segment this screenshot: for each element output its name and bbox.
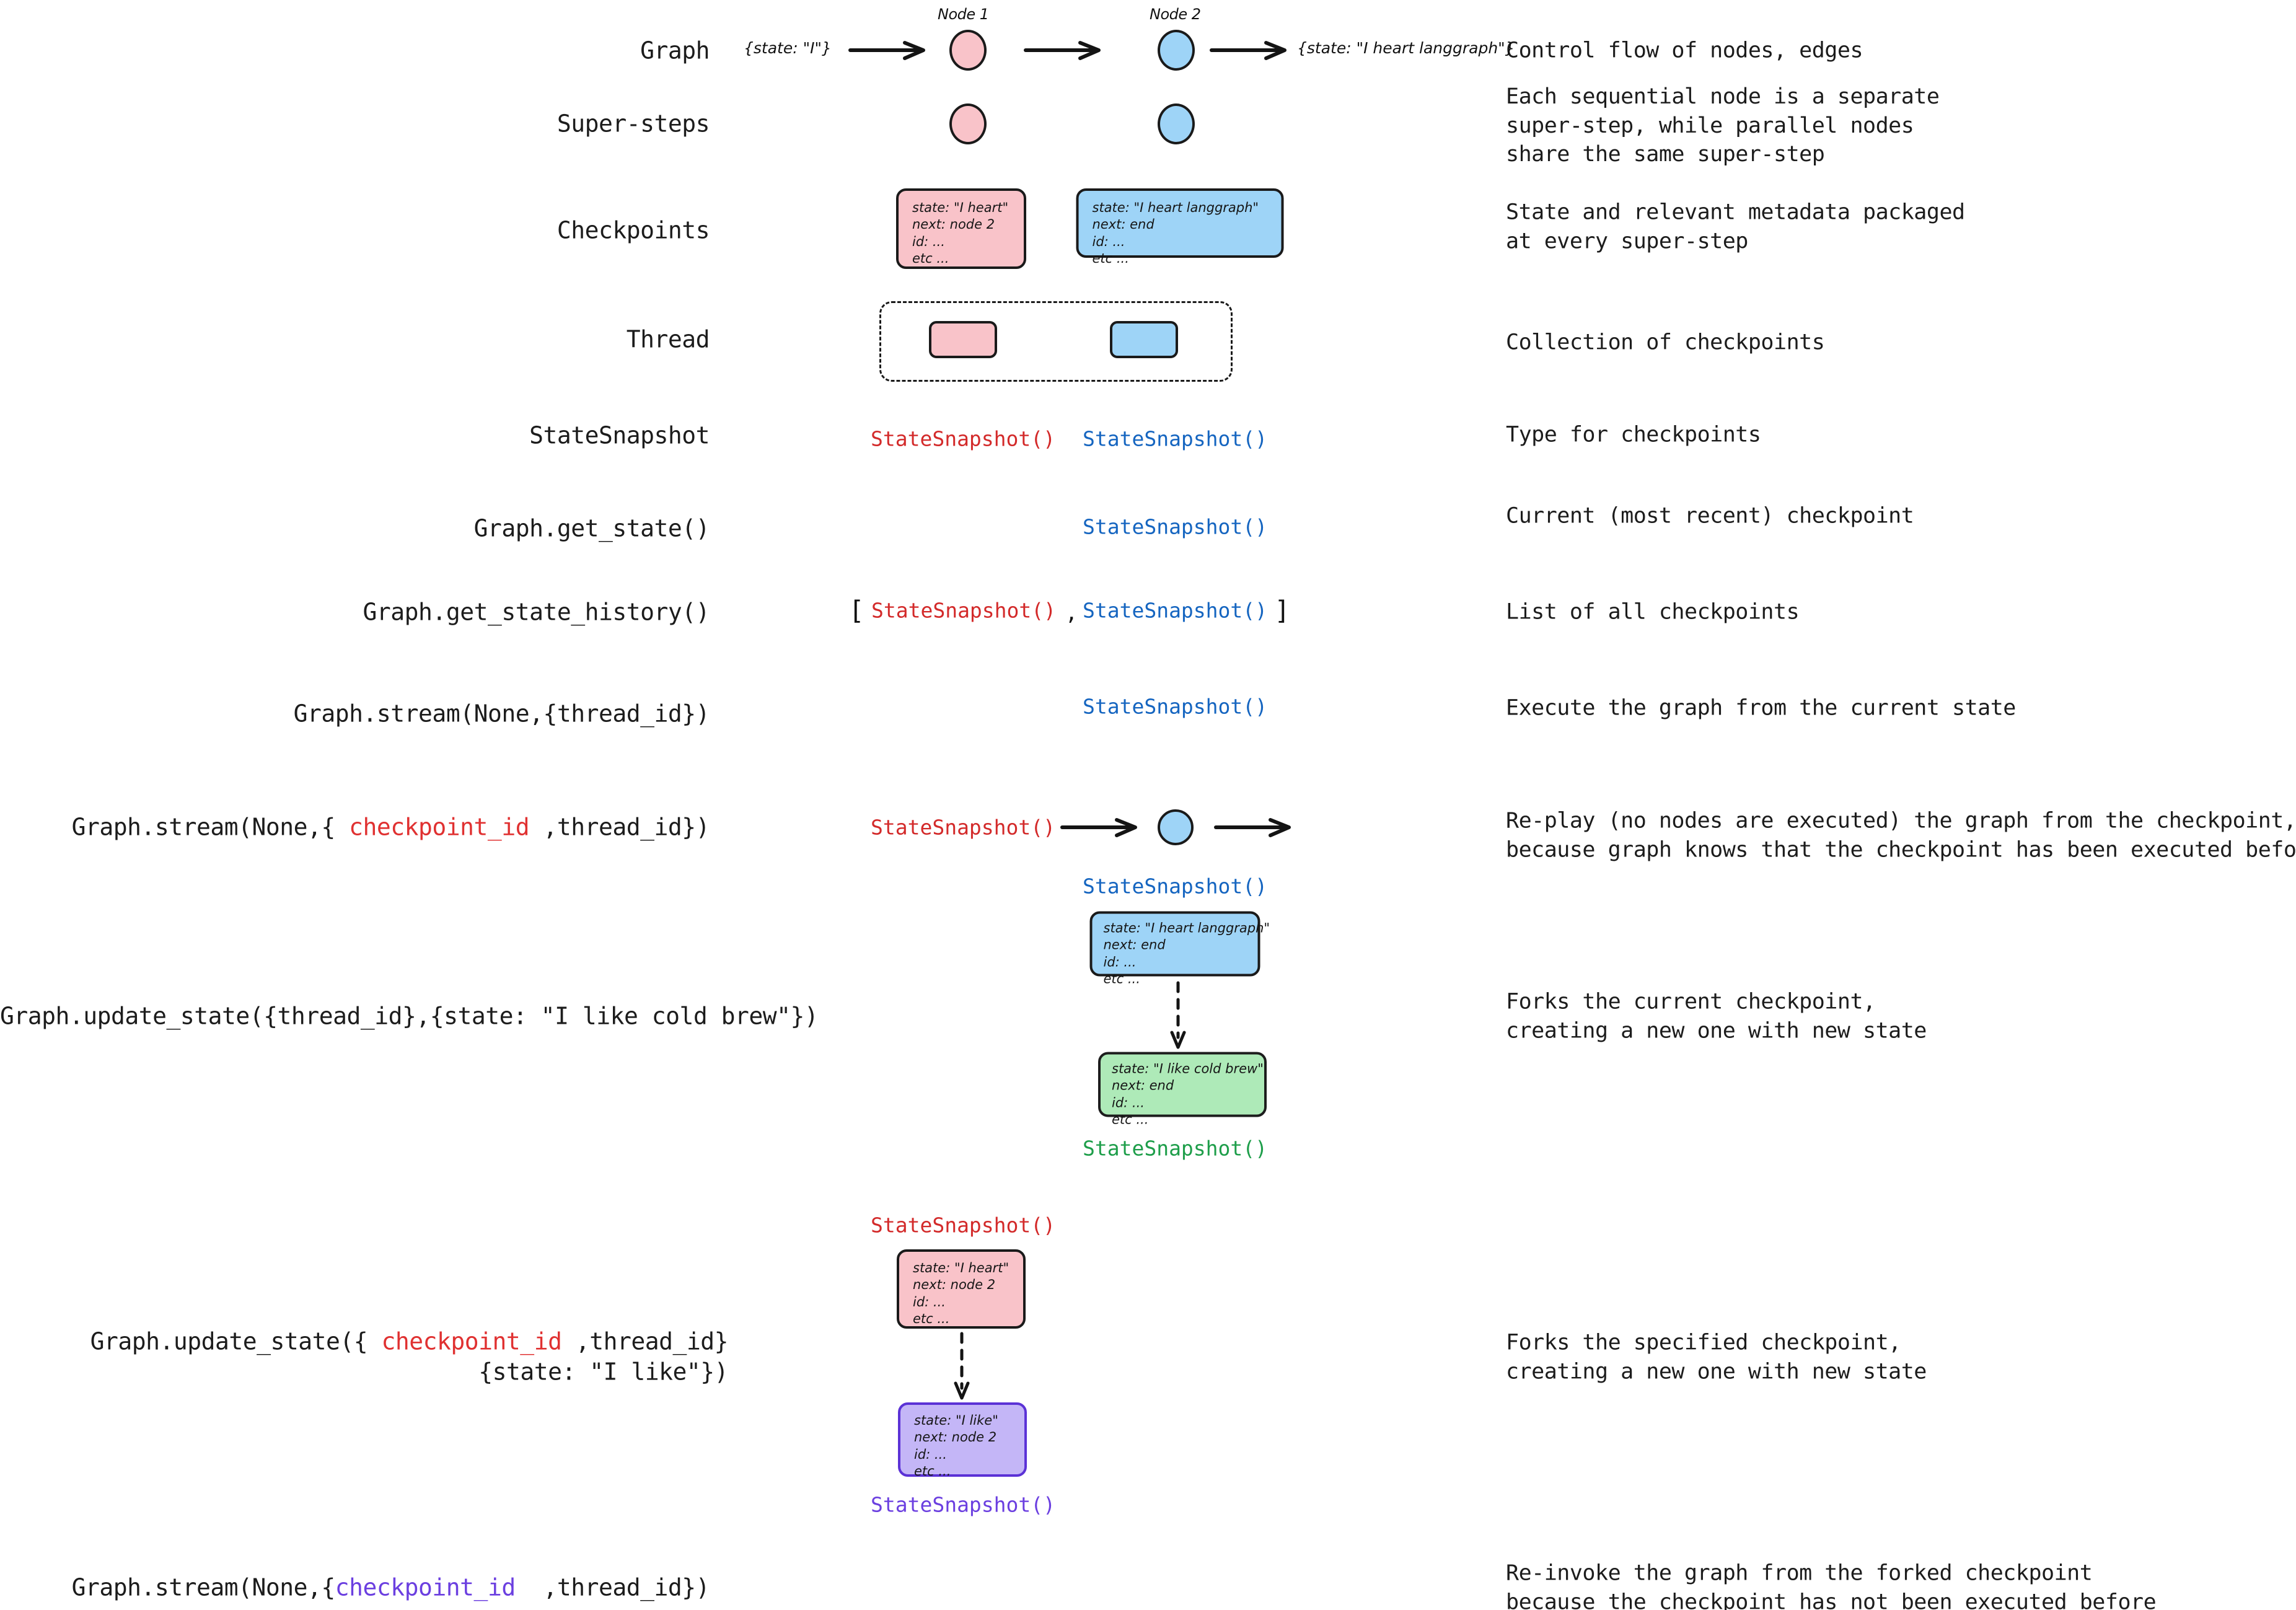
- get-state-snapshot: StateSnapshot(): [1082, 514, 1268, 539]
- fork-source-snapshot-red: StateSnapshot(): [870, 1213, 1056, 1238]
- node-2-circle: [1158, 30, 1195, 71]
- checkpoint-line: etc ...: [914, 1463, 951, 1479]
- edge-arrow-in: [848, 41, 930, 60]
- graph-output-state: {state: "I heart langgraph"}: [1297, 39, 1515, 57]
- checkpoint-line: id: ...: [1092, 234, 1125, 249]
- checkpoint-line: etc ...: [1092, 250, 1129, 266]
- fork-dashed-arrow-purple: [952, 1332, 971, 1402]
- stream-replay-suffix: ,thread_id}): [529, 813, 710, 841]
- checkpoint-line: next: node 2: [912, 217, 995, 232]
- fork-source-checkpoint-blue: state: "I heart langgraph" next: end id:…: [1089, 911, 1270, 986]
- checkpoint-line: state: "I like": [914, 1413, 998, 1428]
- checkpoint-box-pink: state: "I heart" next: node 2 id: ... et…: [896, 188, 1026, 269]
- checkpoint-id-token: checkpoint_id: [349, 813, 530, 841]
- checkpoint-line: state: "I heart langgraph": [1103, 920, 1270, 936]
- checkpoint-line: id: ...: [1103, 954, 1137, 970]
- checkpoint-line: state: "I heart langgraph": [1092, 200, 1259, 215]
- checkpoint-line: state: "I like cold brew": [1112, 1061, 1264, 1076]
- row-label-update-state-thread: Graph.update_state({thread_id},{state: "…: [0, 1002, 819, 1030]
- update-state-line2: {state: "I like"}): [478, 1358, 728, 1386]
- row-label-stream-replay: Graph.stream(None,{ checkpoint_id ,threa…: [0, 812, 710, 842]
- desc-update-state-checkpoint: Forks the specified checkpoint, creating…: [1506, 1330, 1927, 1384]
- row-label-get-state: Graph.get_state(): [473, 514, 710, 542]
- fork-source-checkpoint-pink: state: "I heart" next: node 2 id: ... et…: [897, 1249, 1026, 1329]
- row-label-stream-thread: Graph.stream(None,{thread_id}): [293, 700, 710, 728]
- thread-checkpoint-blue: [1110, 321, 1178, 358]
- replay-source-snapshot: StateSnapshot(): [870, 815, 1056, 840]
- statesnapshot-label-red: StateSnapshot(): [870, 426, 1056, 451]
- desc-stream-thread: Execute the graph from the current state: [1506, 695, 2016, 721]
- desc-update-state-thread: Forks the current checkpoint, creating a…: [1506, 989, 1927, 1043]
- stream-replay-prefix: Graph.stream(None,{: [71, 813, 350, 841]
- replay-arrow-in: [1060, 818, 1141, 837]
- super-step-node-2: [1158, 103, 1195, 144]
- row-label-get-state-history: Graph.get_state_history(): [363, 598, 710, 626]
- checkpoint-line: state: "I heart": [913, 1260, 1009, 1275]
- checkpoint-box-blue: state: "I heart langgraph" next: end id:…: [1076, 188, 1284, 266]
- checkpoint-line: id: ...: [1112, 1095, 1145, 1111]
- row-label-graph: Graph: [640, 37, 710, 64]
- checkpoint-line: id: ...: [913, 1294, 946, 1309]
- checkpoint-id-token: checkpoint_id: [381, 1327, 562, 1355]
- row-label-super-steps: Super-steps: [556, 110, 710, 138]
- graph-input-state: {state: "I"}: [744, 39, 832, 57]
- replay-arrow-out: [1214, 818, 1295, 837]
- node-1-name: Node 1: [938, 6, 989, 23]
- super-step-node-1: [949, 103, 987, 144]
- desc-statesnapshot: Type for checkpoints: [1506, 422, 1761, 447]
- stream-current-snapshot: StateSnapshot(): [1082, 694, 1268, 719]
- thread-container: [879, 301, 1233, 382]
- edge-arrow-mid: [1024, 41, 1105, 60]
- checkpoint-line: etc ...: [913, 1311, 950, 1326]
- thread-checkpoint-pink: [929, 321, 997, 358]
- checkpoint-id-token: checkpoint_id: [335, 1573, 516, 1601]
- node-2-name: Node 2: [1150, 6, 1201, 23]
- row-label-checkpoints: Checkpoints: [556, 216, 710, 244]
- checkpoint-line: id: ...: [914, 1446, 947, 1462]
- list-close-bracket: ]: [1274, 595, 1290, 626]
- desc-stream-replay: Re-play (no nodes are executed) the grap…: [1506, 808, 2296, 862]
- checkpoint-line: next: end: [1092, 217, 1155, 232]
- node-1-circle: [949, 30, 987, 71]
- forked-snapshot-green: StateSnapshot(): [1082, 1136, 1268, 1161]
- replay-result-snapshot: StateSnapshot(): [1082, 874, 1268, 899]
- desc-checkpoints: State and relevant metadata packaged at …: [1506, 200, 1965, 253]
- row-label-stream-fork: Graph.stream(None,{checkpoint_id ,thread…: [0, 1572, 710, 1603]
- fork-dashed-arrow-green: [1169, 981, 1187, 1051]
- desc-graph: Control flow of nodes, edges: [1506, 38, 1863, 63]
- checkpoint-line: next: node 2: [913, 1277, 996, 1293]
- row-label-thread: Thread: [626, 325, 710, 353]
- checkpoint-line: etc ...: [912, 250, 949, 266]
- desc-get-state-history: List of all checkpoints: [1506, 599, 1800, 625]
- row-label-update-state-checkpoint: Graph.update_state({ checkpoint_id ,thre…: [0, 1327, 729, 1388]
- replay-node-circle: [1158, 809, 1194, 845]
- statesnapshot-label-blue: StateSnapshot(): [1082, 426, 1268, 451]
- checkpoint-line: etc ...: [1112, 1112, 1149, 1127]
- checkpoint-line: next: end: [1103, 937, 1166, 952]
- list-open-bracket: [: [848, 595, 864, 626]
- desc-thread: Collection of checkpoints: [1506, 330, 1825, 355]
- checkpoint-line: etc ...: [1103, 971, 1140, 987]
- desc-super-steps: Each sequential node is a separate super…: [1506, 84, 1940, 167]
- forked-snapshot-purple: StateSnapshot(): [870, 1492, 1056, 1517]
- forked-checkpoint-purple: state: "I like" next: node 2 id: ... etc…: [898, 1402, 1027, 1479]
- forked-checkpoint-green: state: "I like cold brew" next: end id: …: [1098, 1052, 1267, 1127]
- checkpoint-line: id: ...: [912, 234, 945, 249]
- update-state-prefix: Graph.update_state({: [90, 1327, 382, 1355]
- checkpoint-line: next: node 2: [914, 1430, 997, 1445]
- history-snapshot-red: StateSnapshot(): [871, 598, 1057, 623]
- row-label-statesnapshot: StateSnapshot: [529, 421, 710, 449]
- edge-arrow-out: [1210, 41, 1291, 60]
- stream-fork-suffix: ,thread_id}): [515, 1573, 710, 1601]
- stream-fork-prefix: Graph.stream(None,{: [71, 1573, 336, 1601]
- desc-stream-fork: Re-invoke the graph from the forked chec…: [1506, 1560, 2157, 1610]
- checkpoint-line: next: end: [1112, 1078, 1174, 1093]
- desc-get-state: Current (most recent) checkpoint: [1506, 503, 1914, 529]
- list-comma: ,: [1065, 600, 1078, 625]
- checkpoint-line: state: "I heart": [912, 200, 1009, 215]
- update-state-suffix: ,thread_id}: [561, 1327, 729, 1355]
- history-snapshot-blue: StateSnapshot(): [1082, 598, 1268, 623]
